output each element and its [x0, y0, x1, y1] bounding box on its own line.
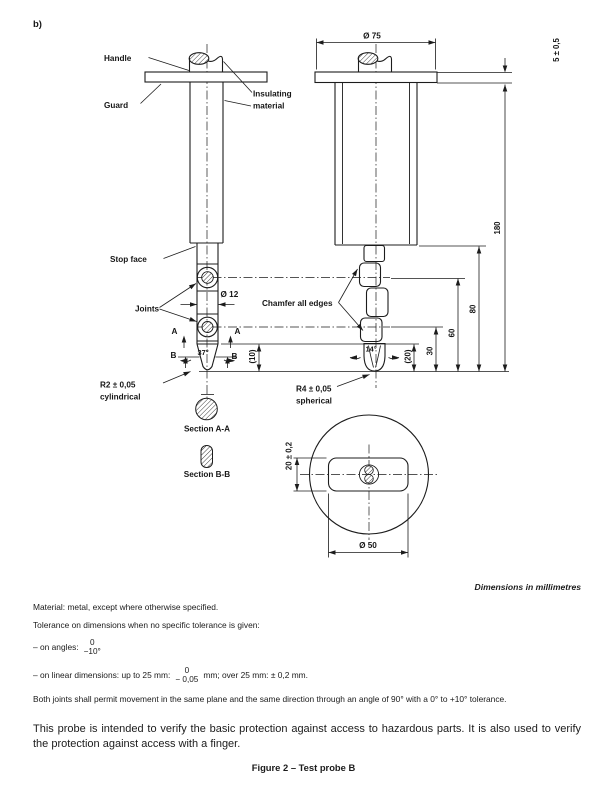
insulating-material-label-line2: material	[253, 102, 284, 111]
dim-180-label: 180	[493, 221, 502, 235]
angles-tolerance-stack: 0 −10°	[84, 638, 101, 656]
diameter-12-label: Ø 12	[221, 290, 239, 299]
stop-face-label: Stop face	[110, 255, 147, 264]
joints-label: Joints	[135, 305, 160, 314]
linear-tolerance-item: – on linear dimensions: up to 25 mm: 0 −…	[33, 666, 308, 684]
units-note: Dimensions in millimetres	[474, 582, 582, 592]
section-marker-b-right: B	[232, 352, 238, 361]
diameter-75-label: Ø 75	[363, 32, 381, 41]
section-marker-a-left: A	[172, 327, 178, 336]
handle-label: Handle	[104, 54, 132, 63]
angle-37-label: 37°	[198, 348, 209, 357]
centerlines	[197, 44, 439, 540]
figure-caption: Figure 2 – Test probe B	[251, 762, 356, 773]
linear-tolerance-prefix: – on linear dimensions: up to 25 mm:	[33, 670, 171, 681]
bottom-view-geometry	[308, 414, 430, 535]
section-bb-view	[200, 445, 213, 468]
section-bb-label: Section B-B	[184, 470, 230, 479]
dim-60-label: 60	[448, 328, 457, 337]
section-views	[195, 397, 218, 468]
chamfer-label: Chamfer all edges	[262, 299, 333, 308]
guard-label: Guard	[104, 101, 128, 110]
r4-label-line2: spherical	[296, 397, 332, 406]
linear-tolerance-stack: 0 − 0,05	[175, 666, 198, 684]
section-marker-b-left: B	[171, 351, 177, 360]
angles-tolerance-lower: −10°	[83, 647, 101, 657]
angles-tolerance-item: – on angles: 0 −10°	[33, 638, 106, 656]
angle-14-label: 14°	[366, 345, 377, 354]
right-view-geometry	[314, 52, 438, 372]
section-aa-view	[195, 397, 218, 421]
linear-tolerance-lower: − 0,05	[175, 675, 199, 685]
test-probe-drawing: b) Handle Guard Insulating material Stop…	[33, 19, 561, 558]
angles-tolerance-prefix: – on angles:	[33, 642, 79, 653]
insulating-material-label-line1: Insulating	[253, 90, 292, 99]
linear-tolerance-upper: 0	[184, 666, 190, 675]
figure-letter: b)	[33, 19, 42, 30]
guard-thickness-label: 5 ± 0,5	[552, 37, 561, 61]
dim-10-ref-label: (10)	[248, 349, 257, 363]
diameter-50-label: Ø 50	[359, 541, 377, 550]
r2-label-line2: cylindrical	[100, 393, 141, 402]
r4-label-line1: R4 ± 0,05	[296, 385, 332, 394]
r2-label-line1: R2 ± 0,05	[100, 381, 136, 390]
dim-20-label: 20 ± 0,2	[285, 441, 294, 470]
tolerance-intro: Tolerance on dimensions when no specific…	[33, 620, 260, 630]
joints-note: Both joints shall permit movement in the…	[33, 694, 507, 704]
material-note: Material: metal, except where otherwise …	[33, 602, 219, 612]
left-view-geometry	[144, 52, 268, 395]
dim-20-ref-label: (20)	[404, 349, 413, 363]
angles-tolerance-upper: 0	[89, 638, 95, 647]
section-marker-a-right: A	[235, 327, 241, 336]
dim-80-label: 80	[469, 304, 478, 313]
section-aa-label: Section A-A	[184, 425, 230, 434]
dim-30-label: 30	[426, 346, 435, 355]
purpose-note: This probe is intended to verify the bas…	[33, 723, 581, 750]
linear-tolerance-suffix: mm; over 25 mm: ± 0,2 mm.	[203, 670, 308, 681]
